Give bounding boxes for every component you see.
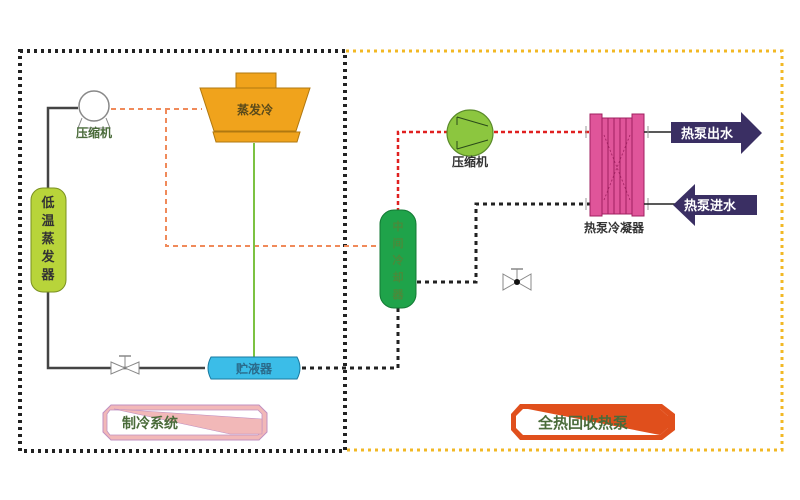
svg-text:温: 温 [41,214,54,229]
refrigeration-expansion-valve-icon[interactable] [110,355,140,375]
evaporator-suction-line [46,106,78,190]
water-out-arrow-icon [671,112,762,154]
svg-text:器: 器 [392,288,405,301]
red-discharge-line [396,130,448,212]
svg-text:器: 器 [40,268,55,283]
evaporative-condenser[interactable] [199,72,311,143]
refrigeration-system-label: 制冷系统 [122,415,178,432]
receiver-to-intercooler-line [302,305,400,370]
heat-pump-system-label: 全热回收热泵 [537,414,628,432]
svg-text:发: 发 [40,249,55,265]
svg-text:却: 却 [393,270,404,284]
water-in-label: 热泵进水 [684,198,737,214]
intercooler-label: 中 间 冷 却 器 [392,219,405,301]
heat-pump-condenser[interactable] [585,113,649,217]
low-temp-evaporator[interactable] [30,187,67,293]
refrigeration-system-badge [102,404,268,441]
water-out-label: 热泵出水 [681,126,734,142]
liquid-receiver-label: 贮液器 [235,361,273,376]
heat-pump-compressor[interactable] [446,109,494,157]
orange-branch-line [165,109,380,247]
svg-text:低: 低 [40,195,54,211]
svg-text:冷: 冷 [393,253,404,267]
water-in-arrow-icon [673,184,757,226]
liquid-receiver[interactable] [207,356,301,380]
refrigeration-compressor[interactable] [77,90,111,129]
refrigeration-compressor-label: 压缩机 [76,125,112,140]
heat-pump-system-badge [511,404,675,440]
heat-pump-condenser-label: 热泵冷凝器 [584,220,645,235]
heat-pump-system-boundary [346,49,784,452]
low-temp-evaporator-label: 低 温 蒸 发 器 [40,195,55,283]
refrigeration-system-boundary [18,49,347,453]
evaporator-liquid-line [46,290,205,370]
evaporative-condenser-label: 蒸发冷 [237,102,273,117]
intercooler[interactable] [379,209,417,309]
heat-pump-compressor-label: 压缩机 [452,154,488,169]
svg-text:中: 中 [393,219,404,233]
svg-text:蒸: 蒸 [41,231,54,247]
heat-pump-expansion-valve-icon[interactable] [502,268,532,291]
intercooler-to-condenser-line [417,202,590,284]
svg-text:间: 间 [393,237,404,250]
